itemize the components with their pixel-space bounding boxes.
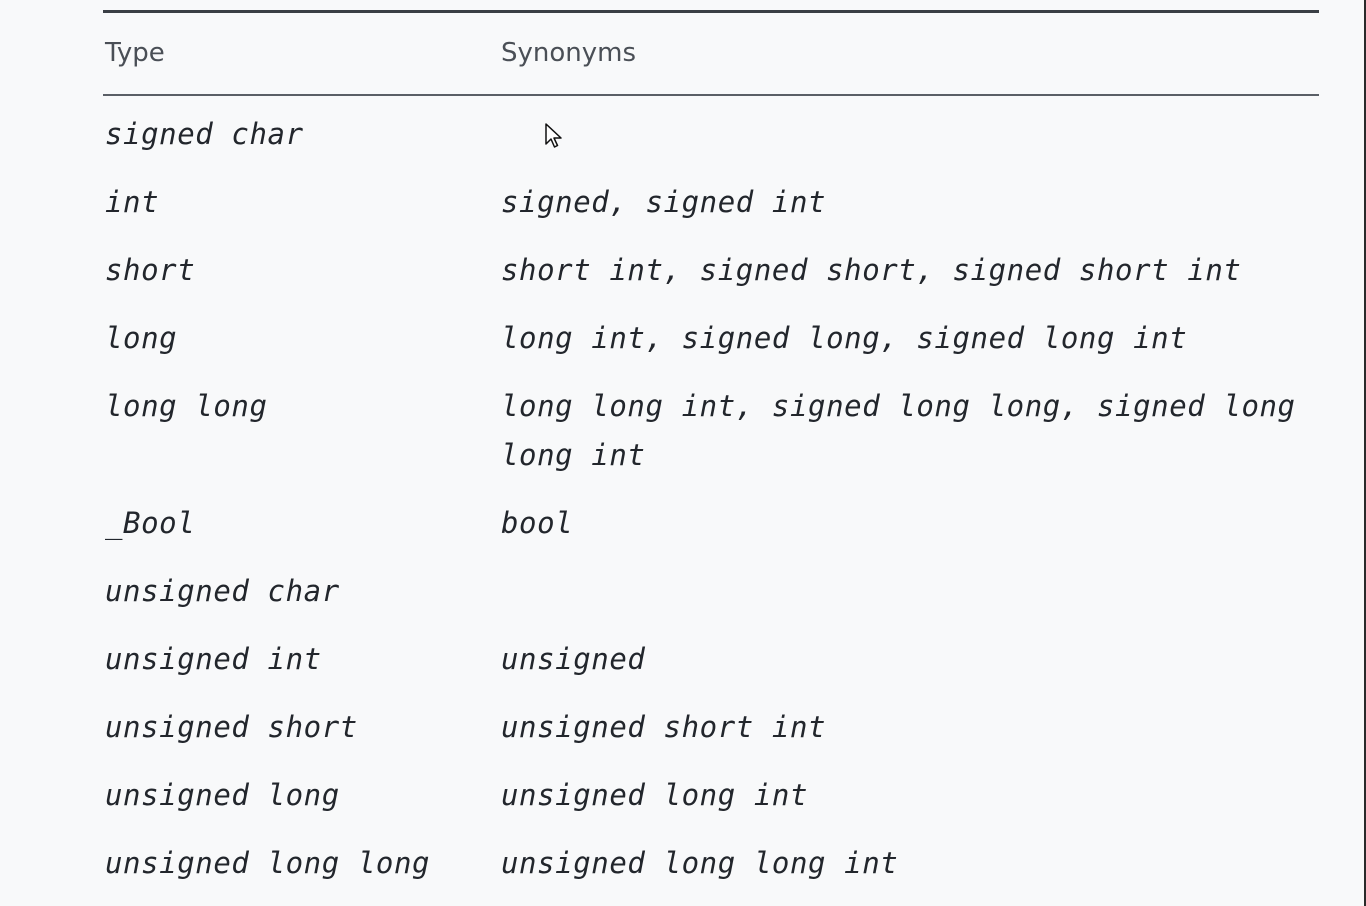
table-row: signed char: [103, 96, 1319, 164]
table-body: signed char int signed, signed int short…: [103, 96, 1319, 893]
type-cell: unsigned short: [105, 710, 358, 744]
synonyms-cell: signed, signed int: [501, 185, 827, 219]
table-row: unsigned short unsigned short int: [103, 689, 1319, 757]
mouse-pointer-icon: [545, 123, 563, 149]
table-row: unsigned char: [103, 553, 1319, 621]
type-cell: int: [105, 185, 160, 219]
type-cell: _Bool: [105, 506, 196, 540]
type-cell: long: [105, 321, 178, 355]
header-synonyms: Synonyms: [501, 38, 637, 68]
table-header-row: Type Synonyms: [103, 13, 1319, 95]
type-cell: unsigned long long: [105, 846, 431, 880]
table-row: int signed, signed int: [103, 164, 1319, 232]
type-cell: signed char: [105, 117, 304, 151]
table-header-rule: [103, 94, 1319, 96]
table-row: _Bool bool: [103, 485, 1319, 553]
type-cell: unsigned int: [105, 642, 322, 676]
table-row: short short int, signed short, signed sh…: [103, 232, 1319, 300]
table-row: long long int, signed long, signed long …: [103, 300, 1319, 368]
header-type: Type: [105, 38, 165, 68]
types-table: Type Synonyms signed char int signed, si…: [103, 10, 1319, 906]
window-edge: [1364, 0, 1366, 906]
type-cell: long long: [105, 389, 268, 423]
table-row: unsigned long long unsigned long long in…: [103, 825, 1319, 893]
synonyms-cell: bool: [501, 506, 574, 540]
synonyms-cell: long long int, signed long long, signed …: [501, 389, 1296, 472]
synonyms-cell: unsigned short int: [501, 710, 827, 744]
synonyms-cell: short int, signed short, signed short in…: [501, 253, 1242, 287]
table-row: unsigned int unsigned: [103, 621, 1319, 689]
synonyms-cell: unsigned long int: [501, 778, 809, 812]
synonyms-cell: unsigned long long int: [501, 846, 899, 880]
type-cell: unsigned long: [105, 778, 340, 812]
synonyms-cell: long int, signed long, signed long int: [501, 321, 1188, 355]
table-row: unsigned long unsigned long int: [103, 757, 1319, 825]
type-cell: unsigned char: [105, 574, 340, 608]
table-top-rule: [103, 10, 1319, 13]
type-cell: short: [105, 253, 196, 287]
synonyms-cell: unsigned: [501, 642, 646, 676]
table-row: long long long long int, signed long lon…: [103, 368, 1319, 485]
